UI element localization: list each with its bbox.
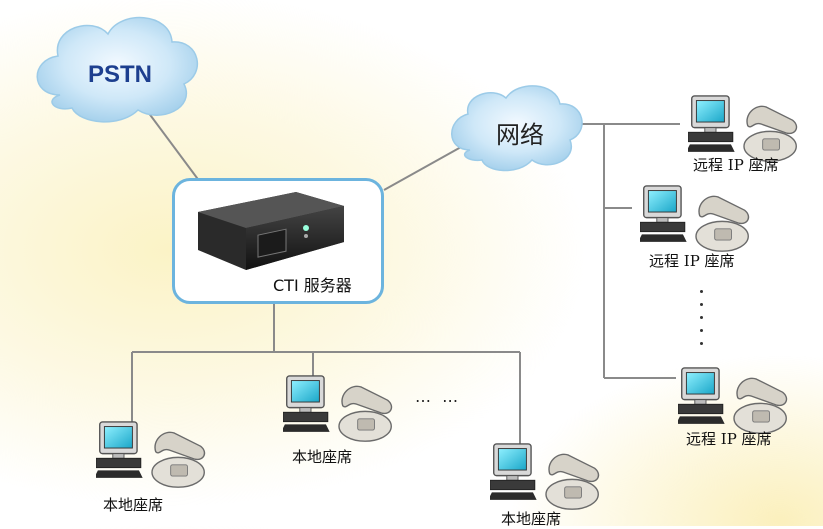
local-seat-1-label: 本地座席 (103, 496, 164, 514)
remote-seat-2-icon (640, 182, 752, 257)
cti-server-icon (198, 192, 344, 270)
local-seat-3-label: 本地座席 (501, 510, 562, 528)
local-seat-3-icon (490, 440, 602, 515)
remote-seat-2-label: 远程 IP 座席 (649, 252, 735, 270)
remote-seat-3-label: 远程 IP 座席 (686, 430, 772, 448)
cti-server-label: CTI 服务器 (273, 276, 352, 295)
connection-lines (131, 111, 680, 444)
network-cloud (451, 85, 583, 172)
local-seat-2-label: 本地座席 (292, 448, 353, 466)
pstn-label: PSTN (88, 61, 153, 88)
remote-seat-1-label: 远程 IP 座席 (693, 156, 779, 174)
pstn-server-link (147, 111, 201, 183)
server-network-link (383, 141, 471, 191)
more-remote-seats-ellipsis (700, 290, 706, 355)
local-seat-1-icon (96, 418, 208, 493)
pstn-cloud (36, 16, 199, 123)
more-local-seats-ellipsis: … … (415, 387, 462, 406)
local-seat-2-icon (283, 372, 395, 447)
network-label: 网络 (496, 121, 544, 149)
